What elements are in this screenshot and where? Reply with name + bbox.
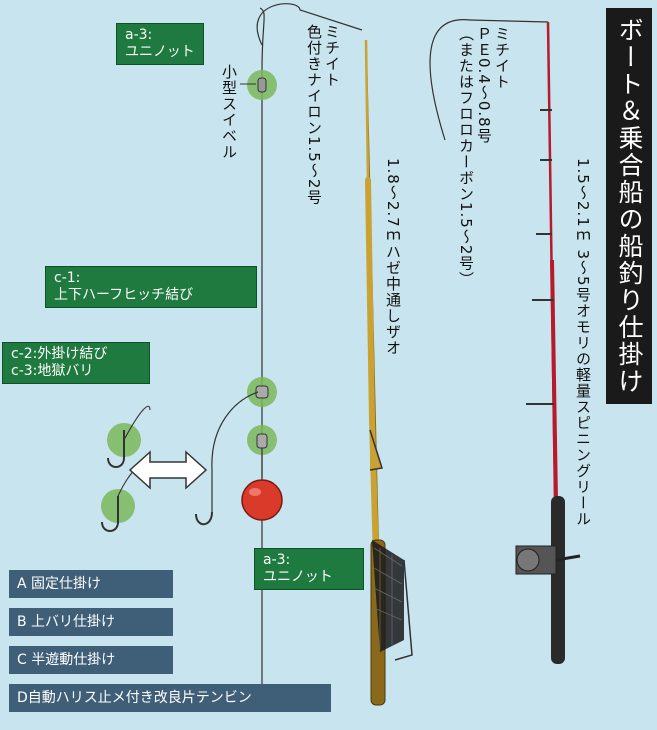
label-line-left-title: ミチイト	[323, 24, 341, 88]
hook-right-dropper	[195, 511, 213, 526]
branch-line	[211, 391, 259, 512]
main-line-left	[259, 7, 265, 690]
sinker	[241, 479, 283, 521]
label-swivel: 小型スイベル	[220, 64, 238, 160]
label-line-right-spec: ＰＥ0.4〜0.8号	[475, 26, 493, 144]
legend-item-d: D自動ハリス止メ付き改良片テンビン	[9, 684, 331, 712]
label-a3-top-code: a-3:	[125, 27, 153, 43]
page-title: ボート＆乗合船の船釣り仕掛け	[606, 8, 652, 404]
label-rod-left: 1.8〜2.7ｍハゼ中通しザオ	[384, 158, 402, 356]
label-c1-code: c-1:	[54, 270, 81, 286]
label-c1: c-1: 上下ハーフヒッチ結び	[45, 266, 257, 308]
label-line-left-spec: 色付きナイロン1.5〜2号	[305, 24, 323, 206]
line-to-left-rod-tip	[256, 3, 363, 46]
double-arrow	[128, 450, 208, 490]
legend-item-a: A 固定仕掛け	[9, 570, 173, 598]
label-c3-text: c-3:地獄バリ	[11, 363, 94, 379]
label-line-left: ミチイト 色付きナイロン1.5〜2号	[305, 24, 341, 205]
label-line-right: ミチイト ＰＥ0.4〜0.8号 （またはフロロカーボン1.5〜2号）	[457, 26, 511, 287]
label-a3-bottom: a-3: ユニノット	[254, 548, 364, 590]
label-c1-text: 上下ハーフヒッチ結び	[54, 287, 194, 303]
swivel-shape	[257, 77, 267, 93]
label-a3-top-text: ユニノット	[125, 44, 195, 60]
label-a3-top: a-3: ユニノット	[116, 23, 204, 65]
rod-right-guides	[526, 109, 554, 405]
label-a3-bottom-text: ユニノット	[263, 569, 333, 585]
label-line-right-alt: （またはフロロカーボン1.5〜2号）	[457, 26, 475, 288]
rod-left-guide	[369, 429, 383, 471]
legend-item-b: B 上バリ仕掛け	[9, 608, 173, 636]
line-to-right-rod-tip	[429, 19, 471, 141]
label-a3-bottom-code: a-3:	[263, 552, 291, 568]
snap-connector-lower	[256, 433, 268, 449]
snap-connector	[255, 385, 269, 399]
hook-upper	[107, 430, 125, 468]
label-line-right-title: ミチイト	[493, 26, 511, 90]
hook-lower	[101, 496, 119, 532]
rod-right-handle	[551, 496, 565, 664]
label-c2-c3: c-2:外掛け結び c-3:地獄バリ	[2, 342, 150, 384]
label-c2-text: c-2:外掛け結び	[11, 346, 108, 362]
label-rod-right: 1.5〜2.1ｍ 3〜5号オモリの軽量スピニングリール	[574, 158, 592, 527]
legend-item-c: C 半遊動仕掛け	[9, 646, 173, 674]
hook-line-upper	[123, 405, 151, 441]
